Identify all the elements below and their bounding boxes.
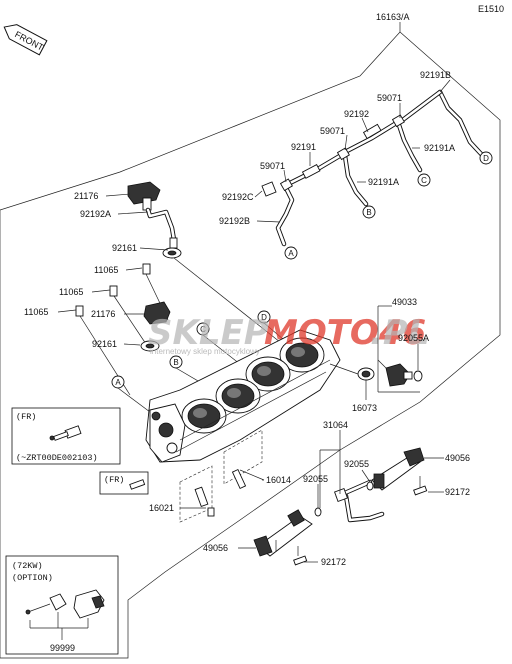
bolt-92172-lower [293, 546, 308, 566]
svg-text:MOTO46: MOTO46 [264, 313, 426, 353]
vacuum-hose-network [261, 89, 486, 247]
label-99999: 99999 [50, 643, 75, 653]
label-59071b: 59071 [320, 126, 345, 136]
label-92172-lower: 92172 [321, 557, 346, 567]
sensor-21176-top [127, 181, 161, 211]
label-92055-a: 92055 [303, 474, 328, 484]
label-92191A-top: 92191A [424, 143, 455, 153]
callout-A-top: A [284, 246, 298, 260]
svg-text:D: D [483, 154, 489, 163]
fitting-92161-top [162, 237, 182, 259]
svg-text:.PL: .PL [370, 313, 430, 353]
label-92191A-mid: 92191A [368, 177, 399, 187]
grommet-16073 [357, 367, 375, 381]
label-92161-lower: 92161 [92, 339, 117, 349]
screw-11065-b [109, 285, 151, 351]
label-92055A: 92055A [398, 333, 429, 343]
fuel-pipe-31064 [314, 479, 385, 523]
label-16014: 16014 [266, 475, 291, 485]
svg-text:A: A [288, 249, 294, 258]
label-21176-top: 21176 [74, 191, 98, 201]
svg-text:C: C [421, 176, 427, 185]
option-box-72kw: (72KW) (OPTION) 99999 [5, 555, 119, 655]
label-49056-upper: 49056 [445, 453, 470, 463]
callout-B-lower: B [169, 355, 183, 369]
label-59071c: 59071 [260, 161, 285, 171]
front-arrow-icon: FRONT [3, 24, 48, 56]
svg-text:(FR): (FR) [16, 412, 36, 422]
label-11065-c: 11065 [24, 307, 48, 317]
callout-D-top: D [479, 151, 493, 165]
label-16163A: 16163/A [376, 12, 410, 22]
fuel-rail-49056-lower [253, 509, 313, 557]
label-92192A: 92192A [80, 209, 111, 219]
restrictor-kit-parts [25, 589, 105, 619]
label-92192C: 92192C [222, 192, 254, 202]
label-92055-b: 92055 [344, 459, 369, 469]
label-92191: 92191 [291, 142, 316, 152]
label-49056-lower: 49056 [203, 543, 228, 553]
screw-16021 [179, 465, 215, 523]
sensor-21176-lower [143, 301, 171, 325]
label-92192: 92192 [344, 109, 369, 119]
svg-text:internetowy sklep motocyklowy: internetowy sklep motocyklowy [150, 347, 260, 356]
svg-text:A: A [115, 378, 121, 387]
fr-variant-box-1: (FR) (~ZRT00DE002103) [11, 407, 121, 465]
callout-B-top: B [362, 205, 376, 219]
label-59071a: 59071 [377, 93, 402, 103]
fr-variant-box-2: (FR) [99, 471, 149, 495]
svg-text:(FR): (FR) [104, 475, 124, 485]
label-92191B: 92191B [420, 70, 451, 80]
svg-text:(OPTION): (OPTION) [12, 573, 53, 583]
label-11065-b: 11065 [59, 287, 83, 297]
label-16021: 16021 [149, 503, 174, 513]
svg-text:(~ZRT00DE002103): (~ZRT00DE002103) [16, 453, 98, 463]
sensor-49033 [385, 363, 423, 387]
assembly-outline [0, 31, 501, 659]
svg-text:B: B [173, 358, 178, 367]
screw-part-fr1 [49, 425, 82, 441]
svg-text:(72KW): (72KW) [12, 561, 43, 571]
injector-16014 [223, 429, 263, 490]
label-16073: 16073 [352, 403, 377, 413]
label-92192B: 92192B [219, 216, 250, 226]
watermark: SKLEP MOTO46 .PL internetowy sklep motoc… [148, 313, 430, 356]
fitting-92161-lower [140, 340, 160, 352]
throttle-body-assembly [145, 329, 341, 463]
callout-A-lower: A [111, 375, 125, 389]
svg-text:SKLEP: SKLEP [148, 313, 269, 353]
label-11065-a: 11065 [94, 265, 118, 275]
label-21176-lower: 21176 [91, 309, 115, 319]
bolt-92172-upper [413, 476, 428, 496]
callout-C-top: C [417, 173, 431, 187]
fuel-rail-49056-upper [371, 447, 425, 491]
svg-text:D: D [261, 313, 267, 322]
label-92172-upper: 92172 [445, 487, 470, 497]
label-31064: 31064 [323, 420, 348, 430]
label-49033: 49033 [392, 297, 417, 307]
svg-text:B: B [366, 208, 371, 217]
svg-text:C: C [200, 325, 206, 334]
diagram-code: E1510 [478, 4, 504, 14]
label-92161-top: 92161 [112, 243, 137, 253]
